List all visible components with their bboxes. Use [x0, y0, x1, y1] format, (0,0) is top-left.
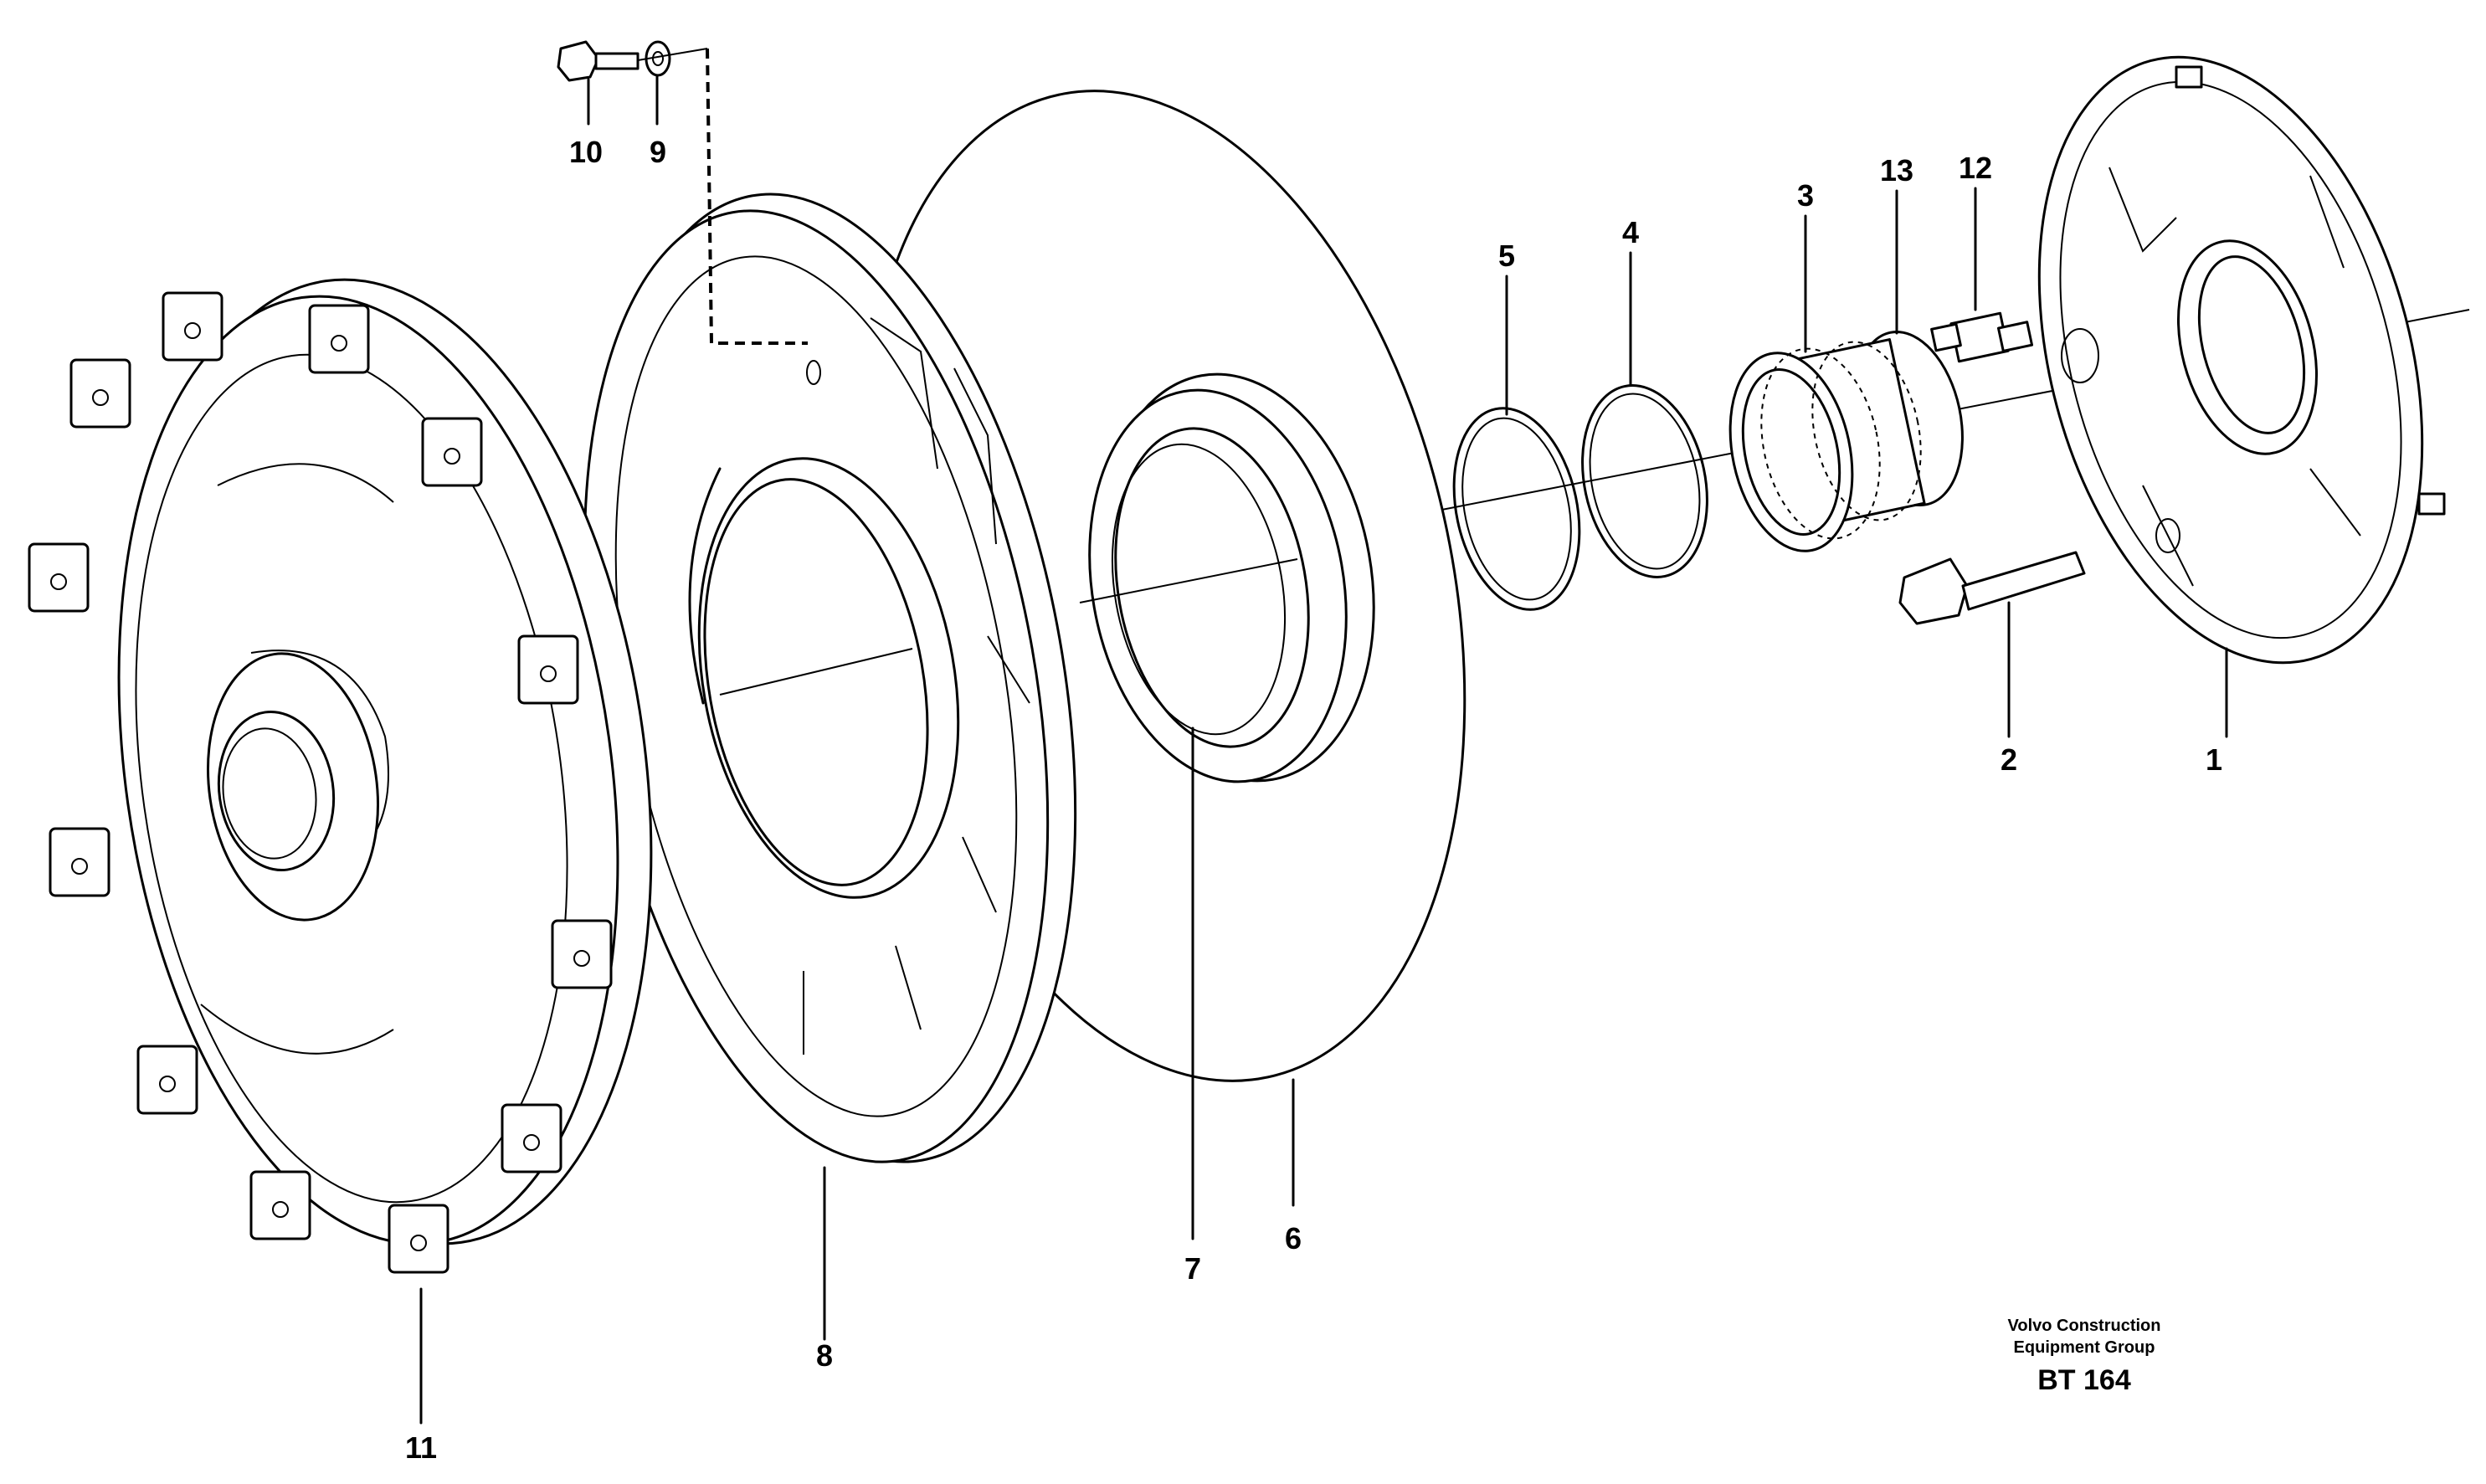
part-10-bolt	[557, 40, 639, 82]
part-7-seal	[1079, 372, 1375, 783]
part-1-cover	[2037, 55, 2446, 665]
part-5-snap-ring	[1452, 407, 1581, 611]
callout-8: 8	[816, 1338, 833, 1373]
callout-6: 6	[1285, 1221, 1302, 1255]
callout-3: 3	[1797, 178, 1814, 213]
callout-10: 10	[569, 135, 603, 169]
part-3-gear	[1728, 330, 1964, 552]
part-9-washer	[637, 40, 708, 77]
company-block: Volvo Construction Equipment Group BT 16…	[2008, 1317, 2161, 1396]
part-8-housing	[583, 193, 1077, 1163]
assembly-dashed-guide	[706, 48, 808, 345]
part-11-converter	[28, 278, 653, 1274]
callout-4: 4	[1622, 215, 1639, 249]
part-2-bolt	[1898, 551, 2086, 625]
leader-lines	[419, 74, 2228, 1425]
callout-labels: 10 9 5 4 3 13 12 2 1 6 7 8 11	[405, 135, 2222, 1465]
callout-9: 9	[650, 135, 666, 169]
company-line-1: Volvo Construction	[2008, 1317, 2161, 1335]
part-4-o-ring	[1581, 384, 1708, 578]
callout-11: 11	[405, 1430, 437, 1465]
part-12-sensor	[1930, 311, 2034, 363]
callout-12: 12	[1959, 151, 1992, 185]
callout-13: 13	[1880, 153, 1913, 187]
company-line-2: Equipment Group	[2014, 1338, 2155, 1357]
callout-7: 7	[1184, 1251, 1201, 1286]
callout-5: 5	[1498, 239, 1515, 273]
callout-1: 1	[2206, 742, 2222, 777]
figure-code: BT 164	[2037, 1364, 2131, 1396]
callout-2: 2	[2001, 742, 2017, 777]
